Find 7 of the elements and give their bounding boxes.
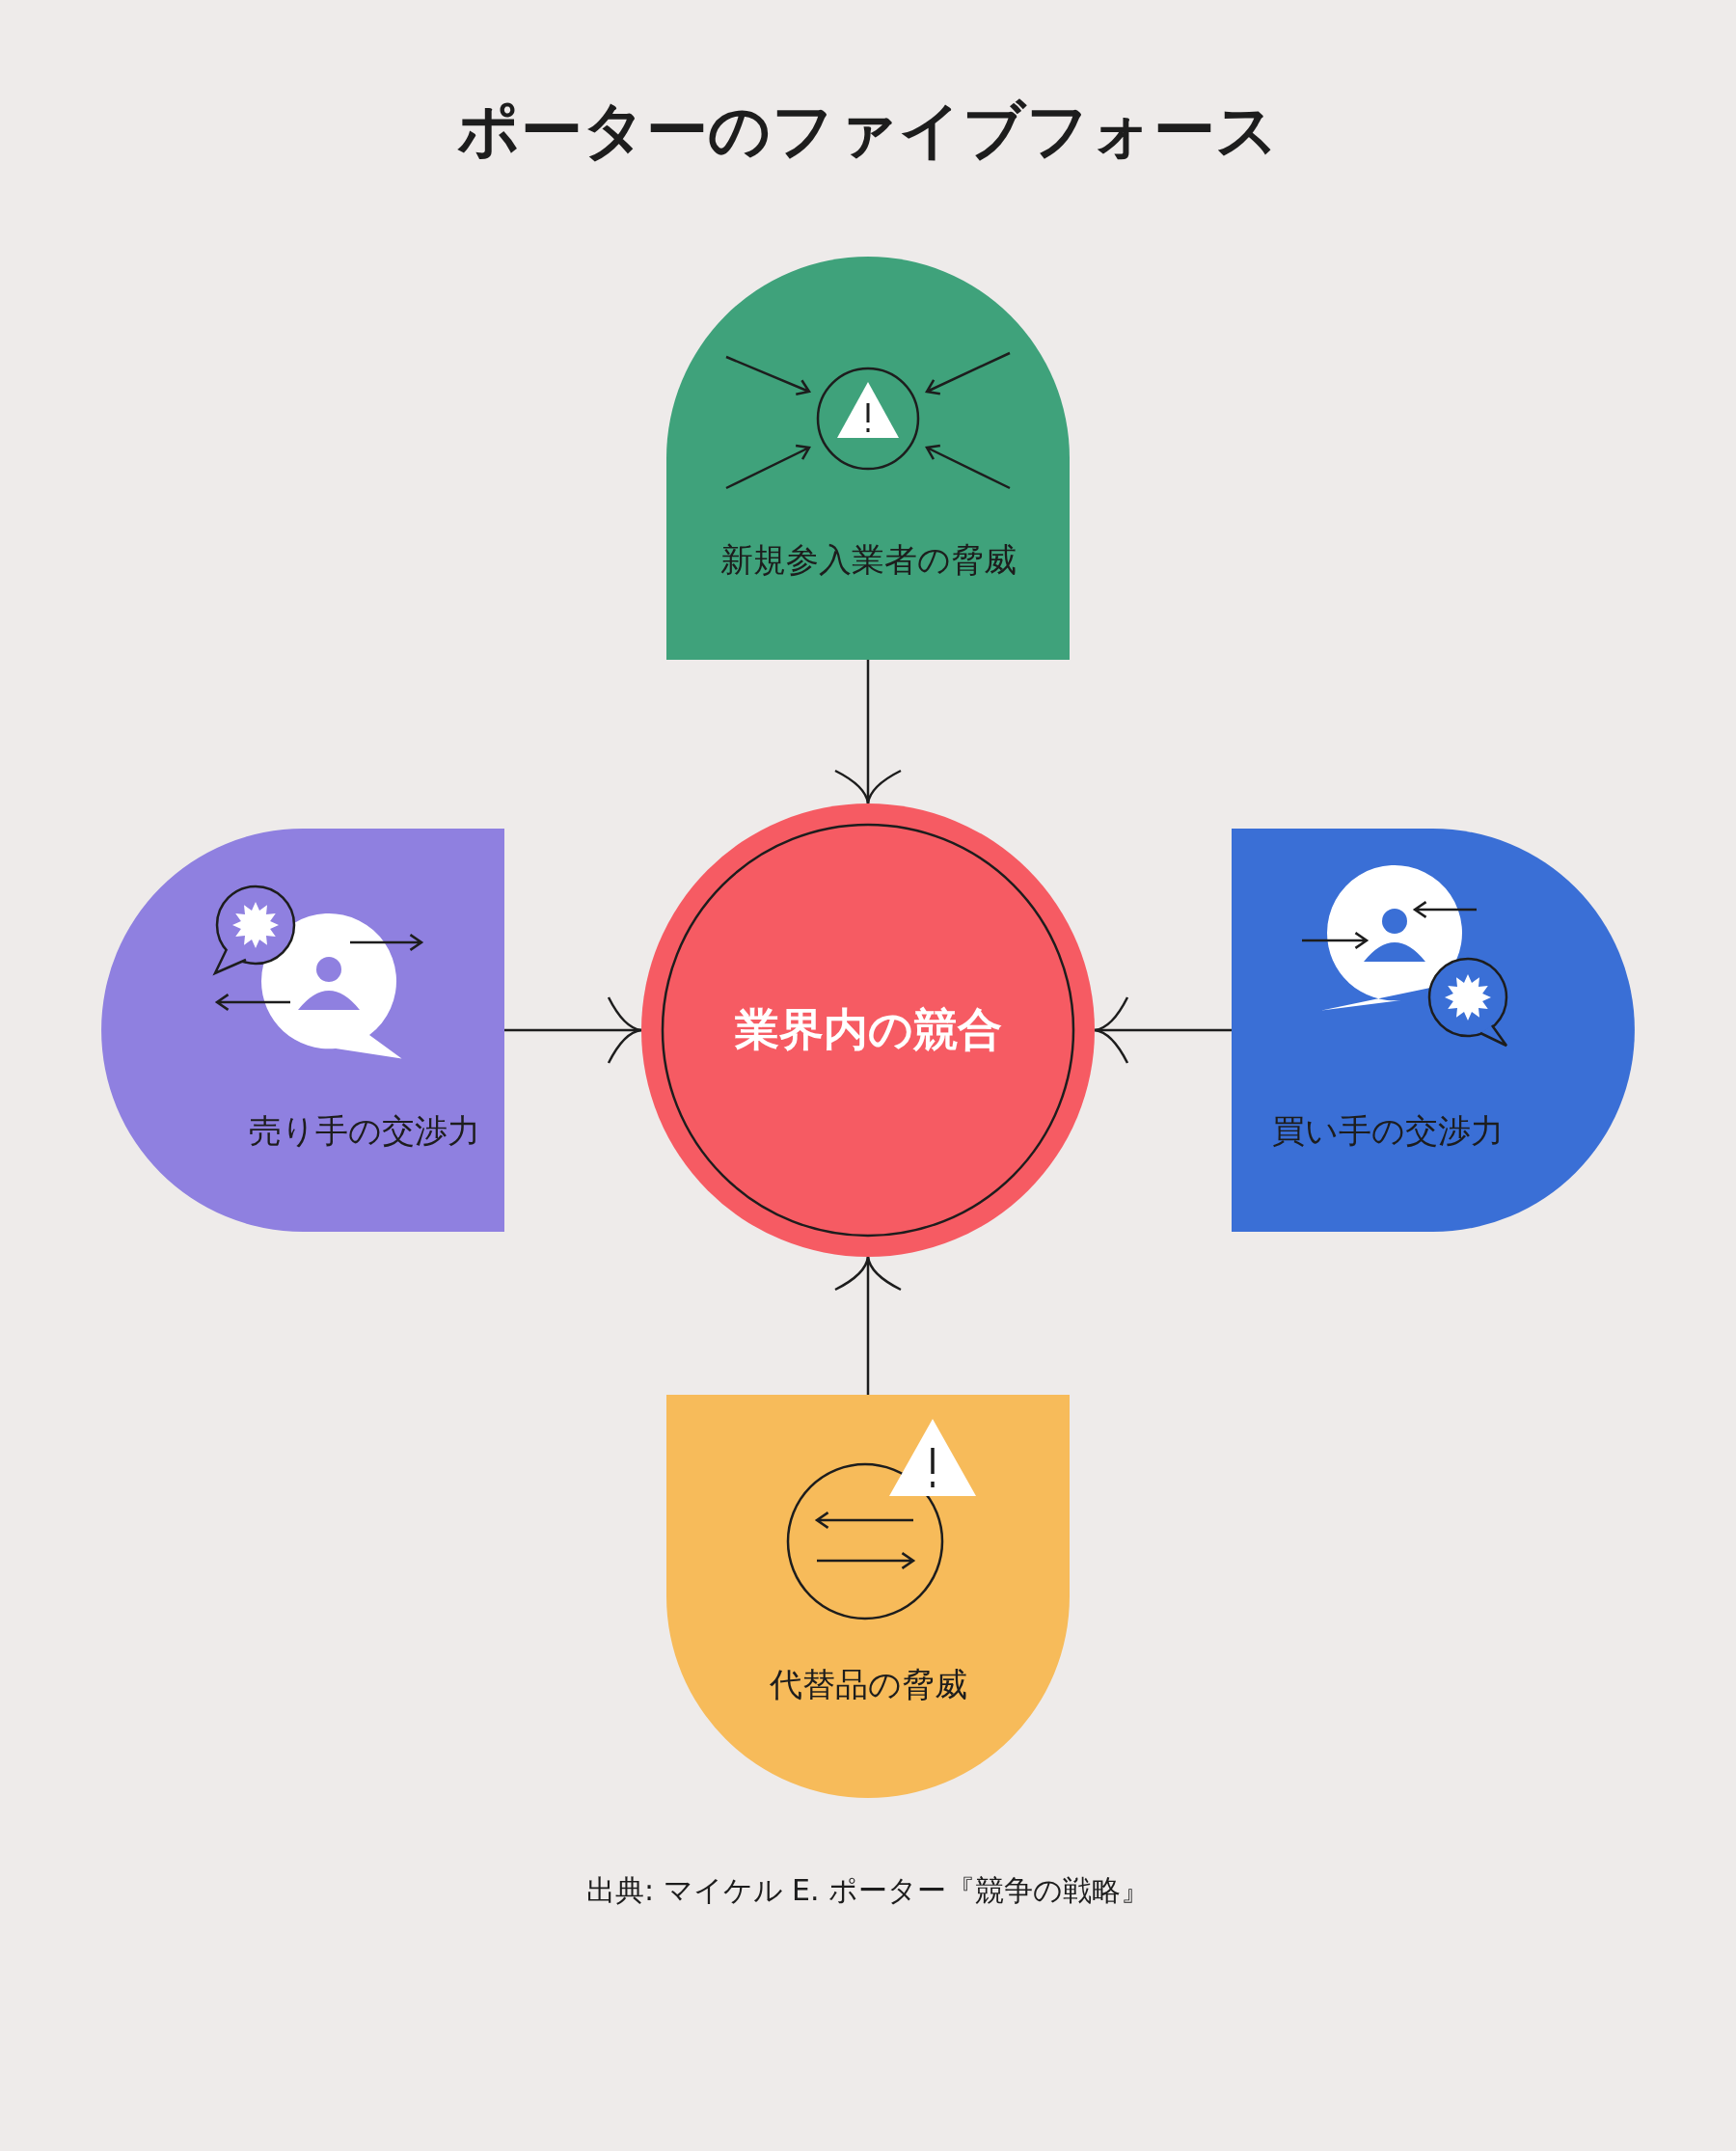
source-caption: 出典: マイケル E. ポーター『競争の戦略』 (584, 1872, 1152, 1909)
node-label: 新規参入業者の脅威 (719, 539, 1017, 581)
title: ポーターのファイブフォース (456, 94, 1280, 168)
node-label: 代替品の脅威 (769, 1664, 967, 1705)
center-label: 業界内の競合 (734, 1002, 1002, 1057)
node-label: 買い手の交渉力 (1272, 1110, 1504, 1152)
node-label: 売り手の交渉力 (249, 1110, 480, 1152)
